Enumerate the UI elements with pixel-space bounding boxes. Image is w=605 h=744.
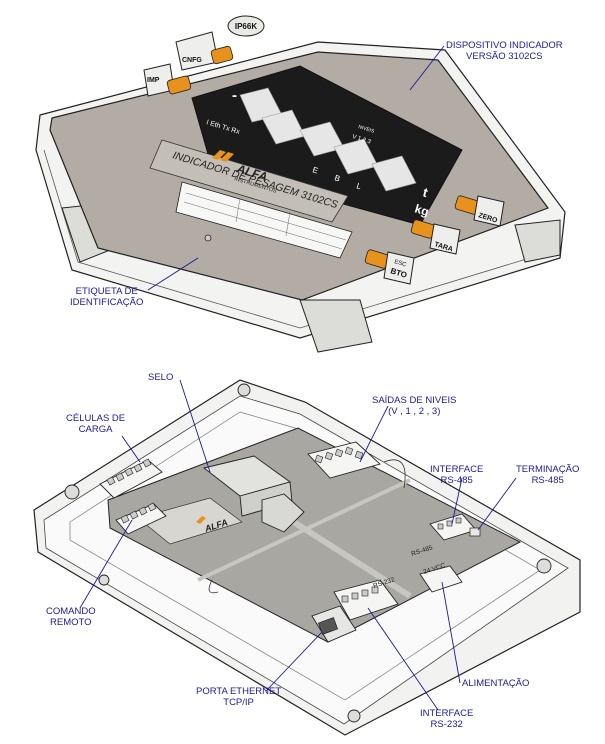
label-selo-text: SELO [148, 372, 174, 383]
niveis-marks: V 1 2 3 [351, 134, 372, 145]
key-imp-label: IMP [147, 77, 160, 84]
label-terminacao-rs485: TERMINAÇÃO RS-485 [516, 464, 579, 486]
key-imp[interactable]: IMP [143, 63, 192, 97]
load-cell-terminal [99, 458, 163, 499]
leader-lines [79, 45, 517, 711]
label-porta-ethernet: PORTA ETHERNET TCP/IP [196, 686, 281, 708]
label-interface485-line1: INTERFACE [430, 464, 484, 475]
label-interface232-line1: INTERFACE [420, 708, 474, 719]
badge-text: IP66K [235, 22, 257, 31]
label-etiqueta-line1: ETIQUETA DE [75, 286, 138, 297]
rs485-terminal [429, 513, 481, 541]
unit-t: t [421, 185, 430, 201]
label-interface232-line2: RS-232 [430, 719, 463, 730]
label-porta-line1: PORTA ETHERNET [196, 686, 282, 697]
status-l: L [355, 181, 362, 191]
level-outputs-terminal [307, 441, 381, 479]
label-celulas-line2: CARGA [78, 424, 113, 435]
label-comando-line1: COMANDO [46, 606, 96, 617]
label-saidas-niveis: SAÍDAS DE NIVEIS (V , 1 , 2 , 3) [372, 395, 456, 417]
label-etiqueta: ETIQUETA DE IDENTIFICAÇÃO [70, 286, 143, 308]
label-porta-line2: TCP/IP [223, 697, 254, 708]
label-celulas-line1: CÉLULAS DE [66, 413, 126, 424]
status-b: B [333, 173, 341, 183]
status-e: E [311, 165, 319, 175]
key-cnfg[interactable]: CNFG [175, 31, 234, 71]
label-alimentacao: ALIMENTAÇÃO [462, 678, 529, 689]
label-dispositivo-line1: DISPOSITIVO INDICADOR [446, 40, 563, 51]
unit-kg: kg [413, 201, 430, 218]
ip66k-badge: IP66K [227, 15, 265, 37]
key-zero[interactable]: ZERO [454, 195, 505, 227]
key-esc-bto[interactable]: ESC BTO [364, 249, 415, 285]
minus-sign: - [232, 87, 237, 104]
label-dispositivo-indicador: DISPOSITIVO INDICADOR VERSÃO 3102CS [446, 40, 563, 62]
label-interface-rs485: INTERFACE RS-485 [430, 464, 483, 486]
power-terminal [419, 565, 463, 593]
label-terminacao-line1: TERMINAÇÃO [516, 464, 580, 475]
key-tara[interactable]: TARA [410, 219, 461, 255]
display-digits [239, 87, 417, 192]
label-alimentacao-text: ALIMENTAÇÃO [462, 678, 530, 689]
label-comando-line2: REMOTO [50, 617, 92, 628]
label-comando-remoto: COMANDO REMOTO [46, 606, 96, 628]
indicator-device-front: IP66K - I Eth Tx Rx NIVEIS V 1 2 3 E B L… [35, 15, 566, 353]
label-selo: SELO [148, 372, 173, 383]
key-cnfg-label: CNFG [182, 57, 202, 64]
niveis-label: NIVEIS [357, 124, 375, 135]
seal-block [202, 455, 305, 533]
key-esc-label: ESC [393, 259, 407, 269]
label-etiqueta-line2: IDENTIFICAÇÃO [70, 297, 144, 308]
ethernet-port [311, 605, 357, 643]
label-celulas-carga: CÉLULAS DE CARGA [66, 413, 125, 435]
rs232-terminal [333, 579, 399, 621]
label-saidas-line2: (V , 1 , 2 , 3) [388, 406, 441, 417]
label-interface-rs232: INTERFACE RS-232 [420, 708, 473, 730]
label-dispositivo-line2: VERSÃO 3102CS [466, 51, 543, 62]
label-terminacao-line2: RS-485 [531, 475, 564, 486]
label-saidas-line1: SAÍDAS DE NIVEIS [372, 395, 457, 406]
label-interface485-line2: RS-485 [440, 475, 473, 486]
indicator-device-rear: ALFA [33, 379, 581, 736]
brand-strip [149, 139, 349, 223]
